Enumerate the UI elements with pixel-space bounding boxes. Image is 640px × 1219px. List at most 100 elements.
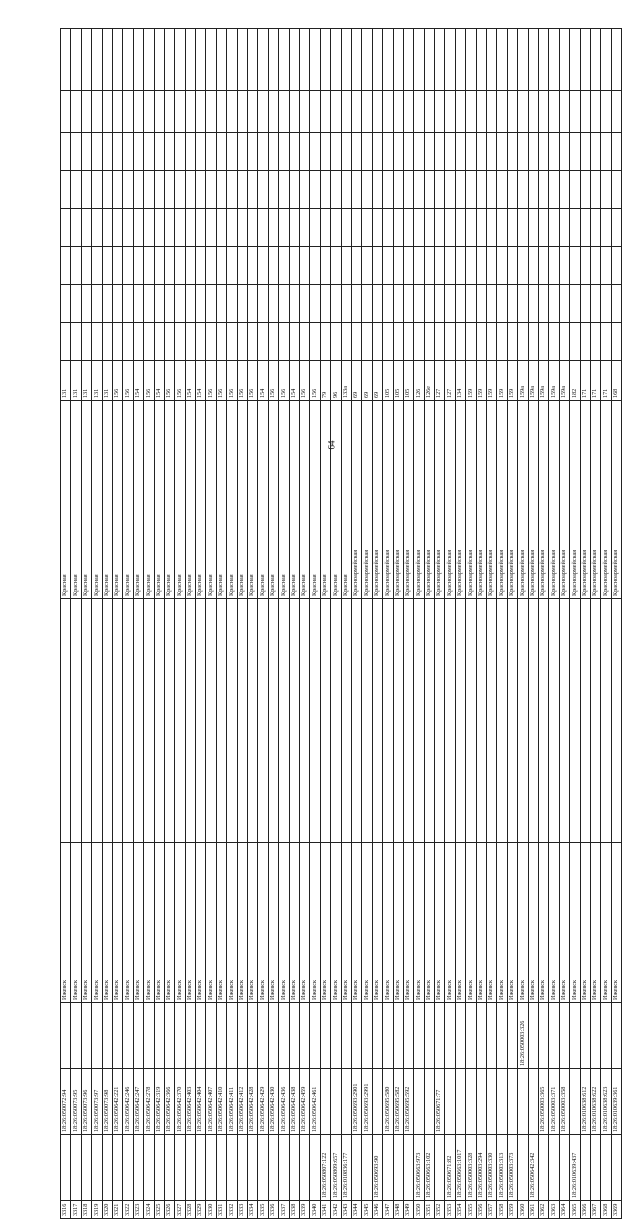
city-cell: Ижевск	[341, 842, 352, 1003]
house-number-cell: 154	[154, 360, 165, 401]
empty-cell	[205, 90, 217, 133]
empty-cell	[309, 208, 321, 247]
empty-cell	[320, 322, 331, 361]
cadastral-code-cell: 18:26:050809:657	[330, 1134, 342, 1201]
empty-cell	[320, 170, 331, 209]
city-cell: Ижевск	[205, 842, 217, 1003]
empty-cell	[102, 170, 113, 209]
house-number-cell: 131	[102, 360, 113, 401]
empty-cell	[185, 90, 196, 133]
empty-cell	[226, 322, 238, 361]
empty-cell	[580, 598, 591, 843]
city-cell: Ижевск	[216, 842, 227, 1003]
empty-cell	[257, 246, 269, 285]
city-cell: Ижевск	[538, 842, 549, 1003]
empty-cell	[507, 90, 518, 133]
house-number-cell: 131	[70, 360, 82, 401]
cadastral-code-cell	[320, 1068, 331, 1135]
cadastral-code-cell	[309, 1134, 321, 1201]
row-number-cell: 3341	[320, 1200, 331, 1219]
empty-cell	[278, 284, 290, 323]
empty-cell	[247, 322, 258, 361]
house-number-cell: 126е	[424, 360, 435, 401]
empty-cell	[413, 90, 425, 133]
city-cell: Ижевск	[580, 842, 591, 1003]
empty-cell	[351, 170, 362, 209]
empty-cell	[330, 170, 342, 209]
city-cell: Ижевск	[278, 842, 290, 1003]
empty-cell	[133, 90, 144, 133]
empty-cell	[569, 598, 581, 843]
empty-cell	[164, 170, 175, 209]
empty-cell	[351, 90, 362, 133]
empty-cell	[174, 598, 186, 843]
empty-cell	[278, 208, 290, 247]
row-number-cell: 3329	[195, 1200, 206, 1219]
empty-cell	[507, 132, 518, 171]
house-number-cell: 156	[216, 360, 227, 401]
empty-cell	[361, 170, 373, 209]
empty-cell	[341, 322, 352, 361]
empty-cell	[226, 284, 238, 323]
cadastral-code-cell	[257, 1134, 269, 1201]
cadastral-code-cell	[413, 1068, 425, 1135]
city-cell: Ижевск	[465, 842, 477, 1003]
cadastral-code-cell	[351, 1002, 362, 1069]
empty-cell	[444, 598, 456, 843]
empty-cell	[444, 208, 456, 247]
city-cell: Ижевск	[247, 842, 258, 1003]
empty-cell	[538, 598, 549, 843]
cadastral-code-cell	[580, 1002, 591, 1069]
empty-cell	[320, 28, 331, 91]
cadastral-code-cell: 18:26:050642:428	[247, 1068, 258, 1135]
empty-cell	[600, 322, 612, 361]
city-cell: Ижевск	[424, 842, 435, 1003]
cadastral-code-cell: 18:26:010836:177	[341, 1134, 352, 1201]
street-cell: Красная	[112, 400, 123, 599]
empty-cell	[309, 90, 321, 133]
empty-cell	[81, 90, 92, 133]
empty-cell	[91, 322, 103, 361]
row-number-cell: 3318	[81, 1200, 92, 1219]
house-number-cell: 159	[465, 360, 477, 401]
empty-cell	[382, 322, 393, 361]
city-cell: Ижевск	[81, 842, 92, 1003]
empty-cell	[122, 284, 134, 323]
empty-cell	[372, 322, 383, 361]
empty-cell	[330, 598, 342, 843]
empty-cell	[257, 132, 269, 171]
empty-cell	[382, 90, 393, 133]
cadastral-code-cell	[330, 1068, 342, 1135]
empty-cell	[341, 598, 352, 843]
empty-cell	[299, 28, 310, 91]
empty-cell	[341, 132, 352, 171]
empty-cell	[174, 246, 186, 285]
empty-cell	[455, 208, 466, 247]
empty-cell	[154, 28, 165, 91]
empty-cell	[81, 28, 92, 91]
empty-cell	[237, 598, 248, 843]
empty-cell	[393, 132, 404, 171]
cadastral-code-cell	[486, 1002, 497, 1069]
city-cell: Ижевск	[444, 842, 456, 1003]
empty-cell	[538, 246, 549, 285]
row-number-cell: 3320	[102, 1200, 113, 1219]
cadastral-code-cell	[403, 1002, 414, 1069]
cadastral-code-cell	[413, 1002, 425, 1069]
empty-cell	[486, 322, 497, 361]
empty-cell	[559, 90, 570, 133]
empty-cell	[185, 246, 196, 285]
cadastral-code-cell	[112, 1134, 123, 1201]
empty-cell	[330, 322, 342, 361]
empty-cell	[112, 28, 123, 91]
empty-cell	[590, 28, 601, 91]
empty-cell	[413, 132, 425, 171]
empty-cell	[320, 246, 331, 285]
